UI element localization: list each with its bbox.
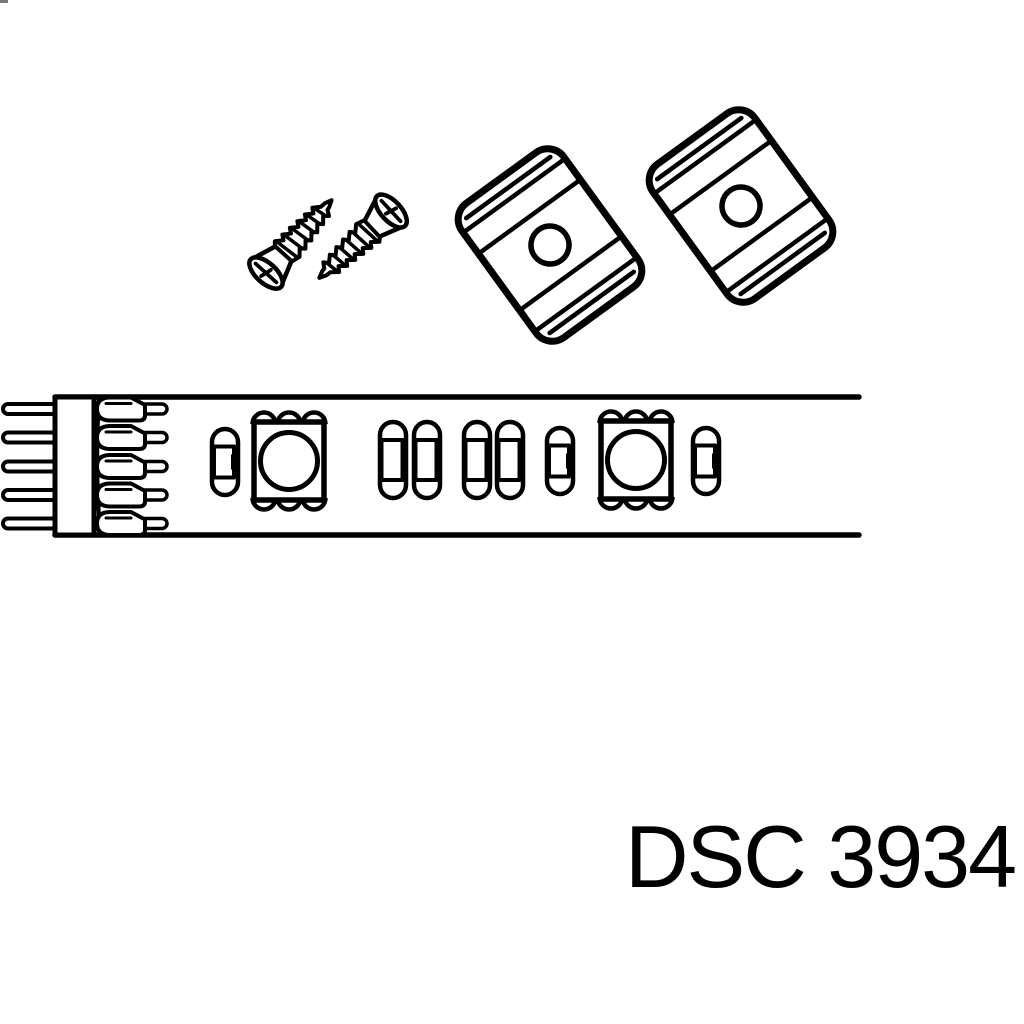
wire [1, 459, 59, 474]
clip-ridge-line [668, 139, 773, 216]
clip-ridge-line [738, 230, 828, 297]
led-lens [258, 430, 320, 492]
screw-thread-line [275, 240, 299, 259]
mounting-clip [645, 106, 837, 306]
mounting-clip [454, 145, 646, 345]
screw-thread-line [297, 220, 317, 235]
mounting-screws [247, 192, 410, 291]
clip-ridge-line [654, 115, 744, 182]
screw-thread-line [282, 233, 305, 251]
wire [1, 430, 59, 445]
screw-thread-line [337, 245, 355, 261]
clip-ridge-line [547, 269, 637, 336]
phillips-cross-icon [253, 261, 279, 285]
mounting-clips [454, 106, 837, 345]
screw-shaft [317, 218, 382, 280]
led-strip [1, 394, 862, 538]
clip-ridge-line [709, 196, 814, 273]
clip-ridge-line [477, 178, 582, 255]
resistor-body [463, 438, 489, 482]
clip-screw-hole [719, 184, 763, 228]
screw [247, 198, 334, 291]
clip-ridge-line [535, 257, 636, 332]
resistor-body [413, 438, 439, 482]
resistor-body [496, 438, 522, 482]
screw-thread-line [350, 230, 371, 249]
screw-thread-line [324, 260, 339, 273]
connector-housing [52, 394, 97, 538]
clip-ridge-line [518, 235, 623, 312]
screw [317, 192, 410, 280]
screw-thread-line [357, 222, 380, 243]
resistor-body [379, 438, 405, 482]
terminal-body [95, 481, 147, 509]
clip-screw-hole [528, 223, 572, 267]
wire [1, 488, 59, 502]
screw-thread-line [312, 206, 328, 218]
terminal-body [95, 395, 147, 423]
wire [1, 402, 59, 416]
resistor-mark [566, 453, 573, 469]
resistor-mark [712, 453, 719, 469]
part-number-label: DSC 3934 [625, 807, 1015, 906]
terminal-body [95, 424, 147, 451]
screw-thread-line [330, 253, 347, 267]
terminal-body [95, 510, 147, 537]
screw-thread-line [305, 213, 323, 227]
led-lens [605, 429, 667, 491]
screw-thread-line [344, 237, 363, 255]
clip-ridge-line [464, 158, 565, 233]
clip-ridge-line [463, 154, 553, 221]
terminal-body [95, 453, 147, 480]
phillips-cross-icon [379, 198, 403, 224]
screw-shaft [272, 198, 334, 264]
screw-thread-line [290, 226, 311, 243]
wire [1, 516, 59, 531]
scan-artifact [0, 0, 8, 3]
clip-ridge-line [726, 218, 827, 293]
clip-ridge-line [655, 119, 756, 194]
resistor-mark [231, 454, 238, 470]
